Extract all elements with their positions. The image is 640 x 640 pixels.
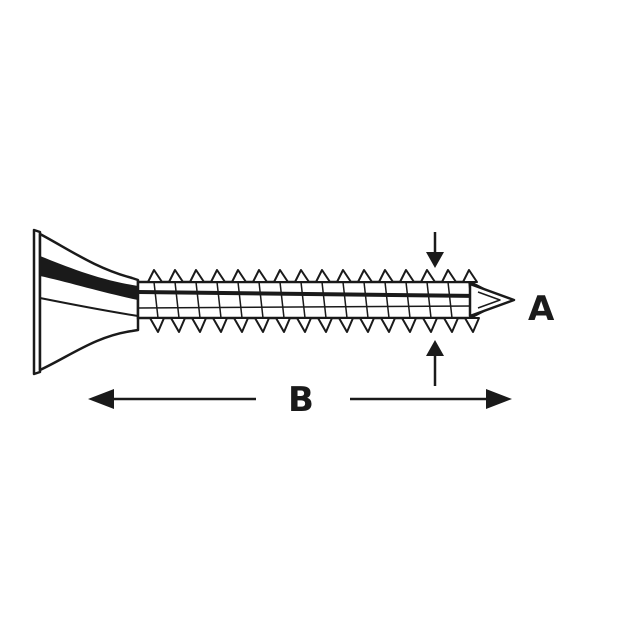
screw-tip	[468, 282, 516, 318]
thread-helix-line	[363, 281, 369, 319]
thread-tooth-bottom	[212, 317, 228, 333]
thread-helix-line	[447, 281, 453, 319]
thread-tooth-top	[420, 269, 436, 283]
thread-tooth-bottom	[464, 317, 480, 333]
thread-tooth-bottom	[170, 317, 186, 333]
thread-tooth-top	[336, 269, 352, 283]
thread-helix-line	[405, 281, 411, 319]
thread-helix-line	[279, 281, 285, 319]
thread-tooth-bottom	[254, 317, 270, 333]
thread-tooth-top	[294, 269, 310, 283]
diameter-label: A	[528, 289, 555, 329]
thread-tooth-bottom	[317, 317, 333, 333]
thread-helix-line	[237, 281, 243, 319]
thread-tooth-top	[378, 269, 394, 283]
thread-tooth-top	[252, 269, 268, 283]
thread-tooth-top	[273, 269, 289, 283]
thread-tooth-bottom	[275, 317, 291, 333]
dimension-arrow-down-head	[426, 252, 444, 268]
length-dimension	[88, 389, 512, 409]
thread-tooth-top	[315, 269, 331, 283]
thread-helix-line	[321, 281, 327, 319]
thread-tooth-top	[462, 269, 478, 283]
screw-head	[32, 228, 140, 376]
thread-helix-line	[195, 281, 201, 319]
thread-tooth-top	[357, 269, 373, 283]
thread-tooth-bottom	[422, 317, 438, 333]
dimension-arrow-right-head	[486, 389, 512, 409]
thread-tooth-top	[441, 269, 457, 283]
thread-tooth-bottom	[191, 317, 207, 333]
thread-tooth-top	[147, 269, 163, 283]
thread-helix-line	[174, 281, 180, 319]
dimension-arrow-left-head	[88, 389, 114, 409]
diameter-dimension	[426, 232, 444, 386]
thread-tooth-bottom	[443, 317, 459, 333]
thread-tooth-bottom	[233, 317, 249, 333]
thread-tooth-top	[231, 269, 247, 283]
thread-tooth-bottom	[359, 317, 375, 333]
thread-tooth-top	[168, 269, 184, 283]
thread-helix-line	[426, 281, 432, 319]
thread-tooth-bottom	[401, 317, 417, 333]
length-label: B	[288, 380, 314, 420]
thread-tooth-top	[210, 269, 226, 283]
dimension-arrow-up-head	[426, 340, 444, 356]
thread-helix-line	[342, 281, 348, 319]
screw-threads	[147, 269, 480, 333]
thread-tooth-bottom	[149, 317, 165, 333]
thread-tooth-bottom	[380, 317, 396, 333]
thread-tooth-top	[189, 269, 205, 283]
thread-helix-line	[384, 281, 390, 319]
thread-helix-line	[153, 281, 159, 319]
thread-helix-line	[216, 281, 222, 319]
thread-tooth-top	[399, 269, 415, 283]
thread-tooth-bottom	[296, 317, 312, 333]
thread-tooth-bottom	[338, 317, 354, 333]
thread-helix-line	[258, 281, 264, 319]
thread-helix-line	[300, 281, 306, 319]
